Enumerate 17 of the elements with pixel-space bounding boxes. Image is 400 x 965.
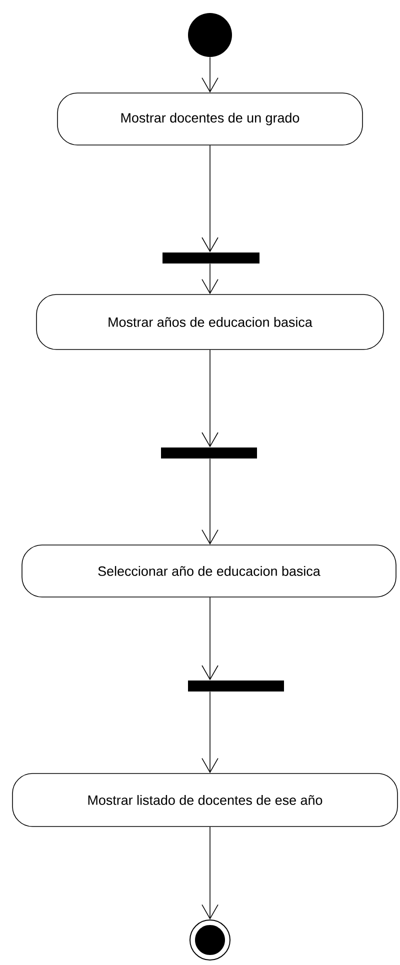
arrow <box>202 597 218 680</box>
activity-box: Seleccionar año de educacion basica <box>22 544 396 598</box>
arrow <box>202 458 218 545</box>
arrow <box>202 826 218 920</box>
arrow <box>202 350 218 448</box>
activity-box: Mostrar docentes de un grado <box>57 92 363 146</box>
start-node <box>188 13 232 57</box>
sync-bar <box>188 680 284 692</box>
sync-bar <box>162 252 260 264</box>
end-node <box>190 920 230 960</box>
activity-box: Mostrar años de educacion basica <box>36 294 384 350</box>
arrow <box>202 263 218 294</box>
activity-box: Mostrar listado de docentes de ese año <box>12 773 398 827</box>
arrow <box>202 145 218 252</box>
arrow <box>202 691 218 774</box>
sync-bar <box>161 448 257 458</box>
arrow <box>202 56 218 93</box>
